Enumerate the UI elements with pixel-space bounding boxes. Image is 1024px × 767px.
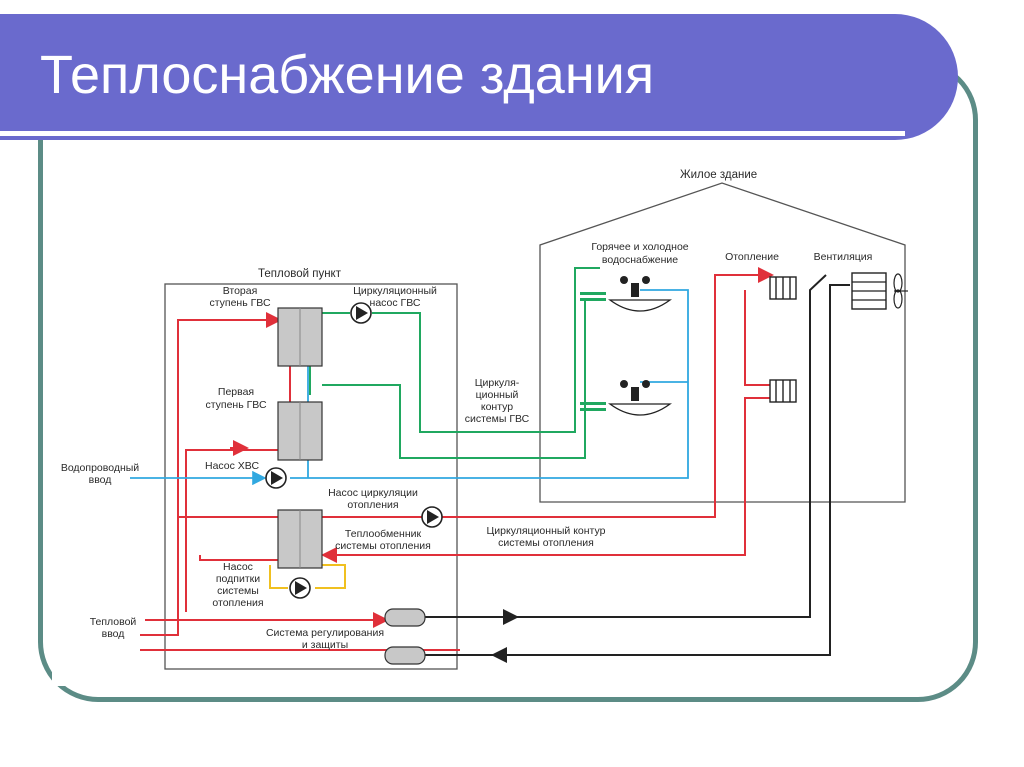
cold-water-pump-icon (265, 467, 287, 489)
control-unit-lower (384, 646, 426, 665)
water-inlet-label-1: Водопроводный (61, 462, 139, 474)
heating-circ-pump-label-2: отопления (347, 499, 398, 511)
heating-hx-label-2: системы отопления (335, 540, 431, 552)
makeup-pump-icon (289, 577, 311, 599)
heat-point-box (164, 283, 458, 670)
heating-circ-pump-label-1: Насос циркуляции (328, 487, 418, 499)
control-lines (425, 274, 850, 663)
control-system-label-1: Система регулирования (266, 627, 384, 639)
dhw-second-stage-label-2: ступень ГВС (209, 297, 270, 309)
heating-label: Отопление (725, 251, 779, 263)
cold-water-pump-label: Насос ХВС (205, 460, 259, 472)
dhw-circ-loop-label-4: системы ГВС (465, 413, 530, 425)
dhw-circ-loop-label-3: контур (481, 401, 513, 413)
building-label: Жилое здание (680, 169, 757, 181)
slide-title: Теплоснабжение здания (40, 45, 655, 105)
heat-inlet-label-2: ввод (102, 628, 125, 640)
makeup-pump-label-2: подпитки (216, 573, 260, 585)
sink-lower-icon (580, 380, 672, 416)
heating-circ-loop-label-1: Циркуляционный контур (487, 525, 606, 537)
heat-point-label: Тепловой пункт (258, 268, 342, 280)
hot-cold-water-label-2: водоснабжение (602, 254, 678, 266)
dhw-first-stage-label-2: ступень ГВС (205, 399, 266, 411)
radiator-lower-icon (769, 379, 797, 403)
ventilation-heater-icon (851, 272, 887, 310)
fan-icon (893, 273, 908, 309)
dhw-circulation-pump-icon (350, 302, 372, 324)
radiator-upper-icon (769, 276, 797, 300)
heat-inlet-label-1: Тепловой (90, 616, 137, 628)
water-inlet-label-2: ввод (89, 474, 112, 486)
dhw-circ-loop-label-2: ционный (476, 389, 519, 401)
heating-hx-label-1: Теплообменник (345, 528, 422, 540)
dhw-first-stage-label-1: Первая (218, 386, 254, 398)
title-underline (0, 131, 905, 136)
makeup-pump-label-4: отопления (212, 597, 263, 609)
ventilation-label: Вентиляция (814, 251, 873, 263)
building-outline (539, 182, 906, 503)
dhw-second-stage-label-1: Вторая (223, 285, 258, 297)
control-system-label-2: и защиты (302, 639, 348, 651)
makeup-pump-label-1: Насос (223, 561, 253, 573)
dhw-circ-loop-label-1: Циркуля- (475, 377, 520, 389)
control-unit-upper (384, 608, 426, 627)
diagram-panel (52, 156, 922, 686)
dhw-circ-pump-label-1: Циркуляционный (353, 285, 437, 297)
dhw-circ-pump-label-2: насос ГВС (370, 297, 421, 309)
makeup-pump-label-3: системы (217, 585, 259, 597)
makeup-lines (269, 564, 346, 589)
title-bar (0, 14, 958, 140)
sink-upper-icon (580, 276, 672, 312)
hot-cold-water-label-1: Горячее и холодное (591, 241, 688, 253)
heating-circulation-pump-icon (421, 506, 443, 528)
heating-circ-loop-label-2: системы отопления (498, 537, 594, 549)
